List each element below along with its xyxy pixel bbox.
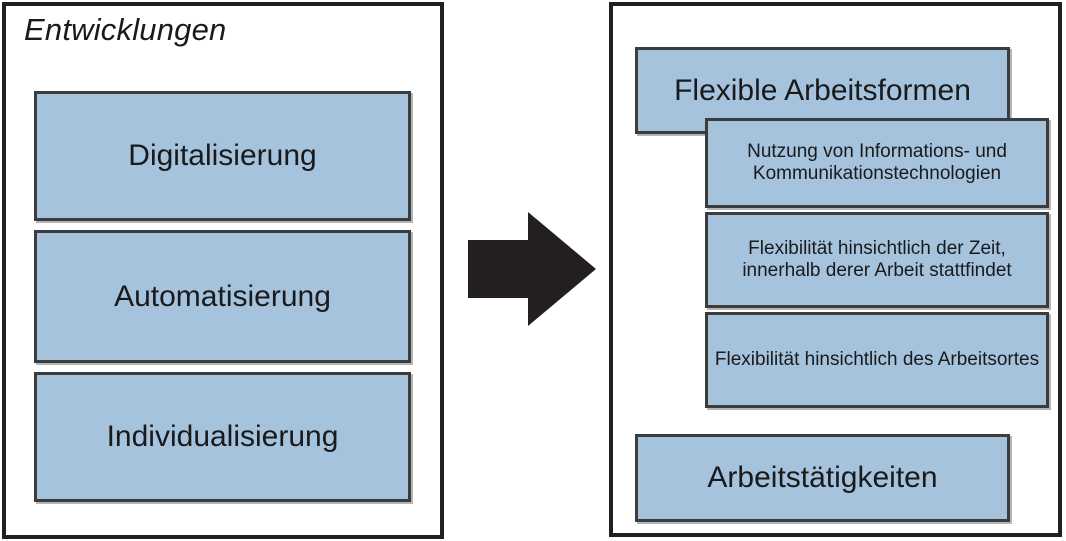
detail-box-ortsflexibilitaet[interactable]: Flexibilität hinsichtlich des Arbeitsort… xyxy=(705,312,1049,408)
development-box-label: Automatisierung xyxy=(114,279,331,313)
detail-box-ikt-nutzung[interactable]: Nutzung von Informations- und Kommunikat… xyxy=(705,118,1049,208)
outcome-box-label: Arbeitstätigkeiten xyxy=(707,461,938,495)
right-panel: Flexible Arbeitsformen Nutzung von Infor… xyxy=(609,2,1062,537)
development-box-automatisierung[interactable]: Automatisierung xyxy=(34,230,411,363)
detail-box-zeitflexibilitaet[interactable]: Flexibilität hinsichtlich der Zeit, inne… xyxy=(705,212,1049,308)
detail-box-label: Flexibilität hinsichtlich der Zeit, inne… xyxy=(742,237,1012,281)
page-title: Entwicklungen xyxy=(24,12,227,47)
detail-box-label: Nutzung von Informations- und Kommunikat… xyxy=(747,140,1007,184)
development-box-individualisierung[interactable]: Individualisierung xyxy=(34,372,411,502)
detail-box-label: Flexibilität hinsichtlich des Arbeitsort… xyxy=(714,348,1040,370)
left-panel: Entwicklungen Digitalisierung Automatisi… xyxy=(2,2,444,539)
outcome-box-arbeitstaetigkeiten[interactable]: Arbeitstätigkeiten xyxy=(635,434,1010,522)
development-box-label: Individualisierung xyxy=(106,420,339,454)
development-box-label: Digitalisierung xyxy=(128,139,317,173)
development-box-digitalisierung[interactable]: Digitalisierung xyxy=(34,91,411,221)
right-arrow-icon xyxy=(468,212,596,326)
outcome-box-label: Flexible Arbeitsformen xyxy=(674,73,971,107)
